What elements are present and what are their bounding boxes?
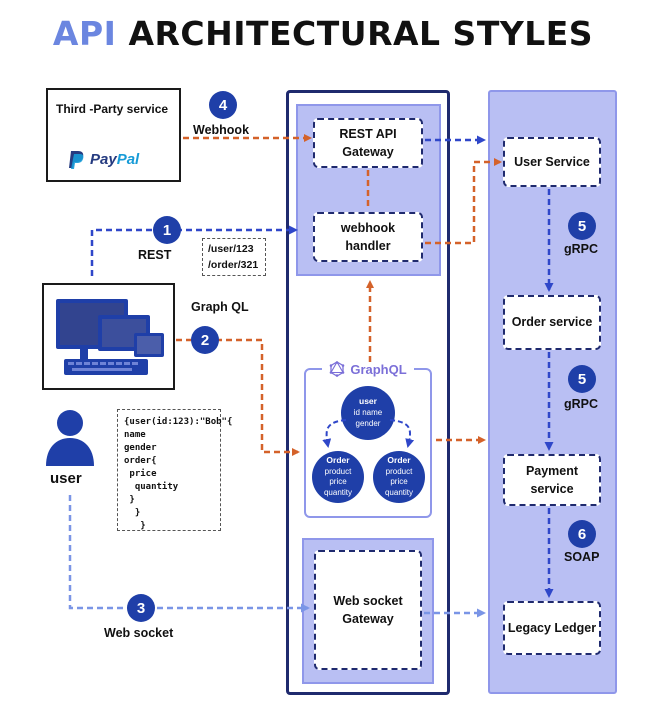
- order-node-left-fields: product price quantity: [323, 466, 353, 498]
- step-label-rest: REST: [138, 248, 172, 262]
- graphql-query-code: {user(id:123):"Bob"{ name gender order{ …: [117, 409, 232, 531]
- step-label-grpc-2: gRPC: [564, 397, 599, 411]
- order-node-left-title: Order: [326, 455, 350, 466]
- web-socket-gateway: Web socket Gateway: [314, 550, 422, 670]
- graphql-label: GraphQL: [350, 361, 407, 377]
- graphql-logo-icon: [329, 360, 345, 377]
- paypal-logo-icon: [68, 150, 90, 172]
- step-label-websocket: Web socket: [104, 626, 174, 640]
- title-accent: API: [52, 14, 117, 53]
- order-node-left: Order product price quantity: [312, 451, 364, 503]
- graphql-header: GraphQL: [322, 358, 414, 380]
- user-node: user id name gender: [341, 386, 395, 440]
- order-node-right-title: Order: [387, 455, 411, 466]
- order-node-right: Order product price quantity: [373, 451, 425, 503]
- third-party-label: Third -Party service: [56, 102, 169, 116]
- paypal-brand: PayPal: [90, 151, 139, 168]
- computer-monitors-icon: [50, 293, 170, 388]
- user-label: user: [50, 470, 82, 487]
- page-title: API ARCHITECTURAL STYLES: [0, 14, 646, 53]
- rest-api-gateway: REST API Gateway: [313, 118, 423, 168]
- webhook-handler: webhook handler: [313, 212, 423, 262]
- legacy-ledger: Legacy Ledger: [503, 601, 601, 655]
- title-rest: ARCHITECTURAL STYLES: [128, 14, 594, 53]
- user-node-title: user: [359, 396, 377, 407]
- order-node-right-fields: product price quantity: [384, 466, 414, 498]
- user-node-fields: id name gender: [353, 407, 383, 428]
- paypal-pal: Pal: [116, 151, 140, 168]
- step-badge-grpc-2: 5: [568, 365, 596, 393]
- user-person-icon: [44, 408, 96, 473]
- paypal-pay: Pay: [90, 151, 117, 168]
- step-label-soap: SOAP: [564, 550, 600, 564]
- step-label-graphql: Graph QL: [191, 300, 249, 314]
- third-party-service-box: Third -Party service PayPal: [46, 88, 181, 182]
- step-badge-grpc-1: 5: [568, 212, 596, 240]
- step-badge-rest: 1: [153, 216, 181, 244]
- client-computer-box: [42, 283, 175, 390]
- step-label-webhook: Webhook: [193, 123, 250, 137]
- rest-paths-box: /user/123 /order/321: [202, 238, 266, 276]
- order-service: Order service: [503, 295, 601, 350]
- step-badge-soap: 6: [568, 520, 596, 548]
- step-badge-graphql: 2: [191, 326, 219, 354]
- step-label-grpc-1: gRPC: [564, 242, 599, 256]
- payment-service: Payment service: [503, 454, 601, 506]
- step-badge-webhook: 4: [209, 91, 237, 119]
- step-badge-websocket: 3: [127, 594, 155, 622]
- user-service: User Service: [503, 137, 601, 187]
